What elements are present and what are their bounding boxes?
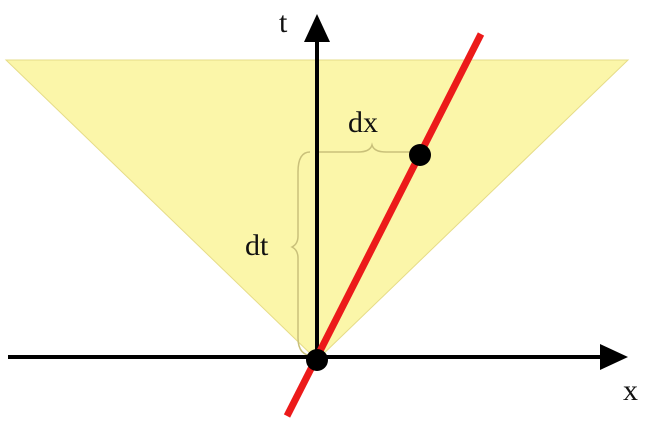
- dt-label: dt: [245, 229, 269, 262]
- t-axis-label: t: [279, 6, 288, 39]
- dx-label: dx: [348, 106, 378, 139]
- worldline-event-dot: [409, 144, 431, 166]
- origin-event-dot: [306, 349, 328, 371]
- x-axis-arrowhead: [600, 344, 628, 370]
- dx-brace: [318, 142, 412, 153]
- x-axis-label: x: [623, 374, 638, 407]
- dt-brace: [290, 151, 315, 357]
- t-axis-arrowhead: [304, 14, 330, 42]
